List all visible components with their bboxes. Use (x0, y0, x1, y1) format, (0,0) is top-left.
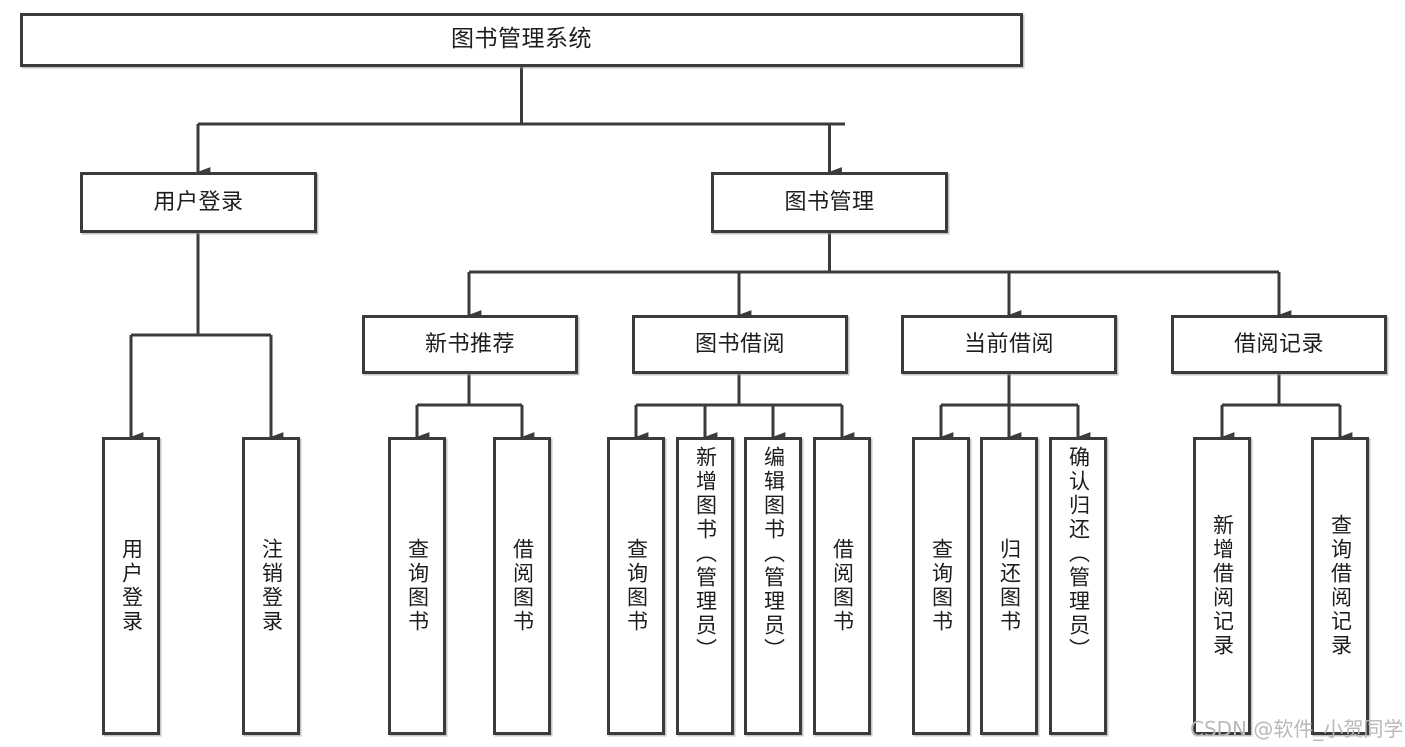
node-label: 查询图书 (405, 538, 430, 634)
node-root-system[interactable]: 图书管理系统 (20, 13, 1023, 67)
node-current-borrow[interactable]: 当前借阅 (901, 315, 1117, 374)
leaf-query-book-current[interactable]: 查询图书 (912, 437, 970, 735)
node-label: 确认归还（管理员） (1066, 446, 1091, 662)
node-label: 图书借阅 (694, 331, 785, 357)
leaf-borrow-book[interactable]: 借阅图书 (813, 437, 871, 735)
leaf-query-book-recommend[interactable]: 查询图书 (388, 437, 446, 735)
node-book-borrow[interactable]: 图书借阅 (632, 315, 848, 374)
node-label: 编辑图书（管理员） (761, 446, 786, 662)
node-label: 用户登录 (153, 189, 244, 215)
node-label: 新增借阅记录 (1210, 514, 1235, 658)
leaf-confirm-return[interactable]: 确认归还（管理员） (1049, 437, 1107, 735)
node-label: 当前借阅 (963, 331, 1054, 357)
node-label: 用户登录 (119, 538, 144, 634)
node-user-login[interactable]: 用户登录 (80, 172, 317, 233)
leaf-edit-book[interactable]: 编辑图书（管理员） (744, 437, 802, 735)
node-new-book-recommend[interactable]: 新书推荐 (362, 315, 578, 374)
node-borrow-record[interactable]: 借阅记录 (1171, 315, 1387, 374)
csdn-watermark: CSDN @软件_小贺同学 (1190, 717, 1404, 741)
leaf-query-borrow-record[interactable]: 查询借阅记录 (1311, 437, 1369, 735)
node-label: 查询借阅记录 (1328, 514, 1353, 658)
node-label: 借阅图书 (830, 538, 855, 634)
leaf-logout-login[interactable]: 注销登录 (242, 437, 300, 735)
leaf-borrow-book-recommend[interactable]: 借阅图书 (493, 437, 551, 735)
node-label: 图书管理 (784, 189, 875, 215)
node-label: 新书推荐 (424, 331, 515, 357)
node-book-manage[interactable]: 图书管理 (711, 172, 948, 233)
leaf-user-login[interactable]: 用户登录 (102, 437, 160, 735)
node-label: 借阅记录 (1233, 331, 1324, 357)
node-label: 查询图书 (929, 538, 954, 634)
node-label: 注销登录 (259, 538, 284, 634)
node-label: 新增图书（管理员） (693, 446, 718, 662)
node-label: 借阅图书 (510, 538, 535, 634)
leaf-query-book-borrow[interactable]: 查询图书 (607, 437, 665, 735)
leaf-return-book[interactable]: 归还图书 (980, 437, 1038, 735)
node-label: 查询图书 (624, 538, 649, 634)
node-label: 归还图书 (997, 538, 1022, 634)
node-label: 图书管理系统 (451, 26, 592, 53)
leaf-add-borrow-record[interactable]: 新增借阅记录 (1193, 437, 1251, 735)
leaf-add-book[interactable]: 新增图书（管理员） (676, 437, 734, 735)
